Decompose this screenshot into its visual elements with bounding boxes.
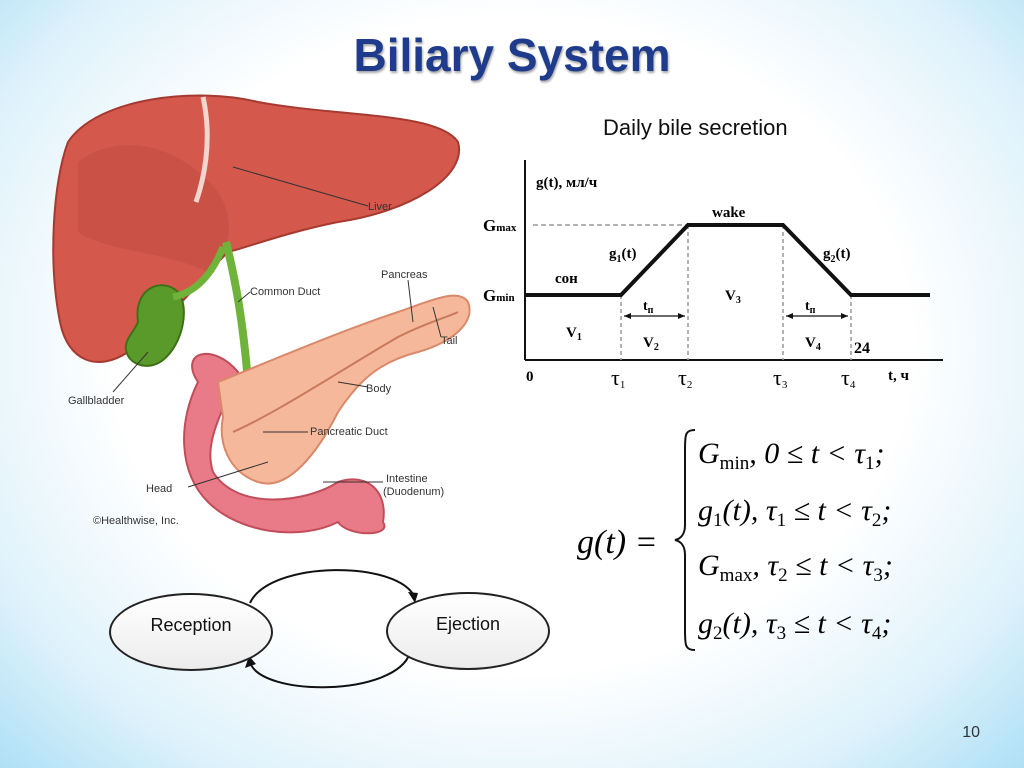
case-1: Gmin, 0 ≤ t < τ1;: [698, 437, 885, 474]
case-2: g1(t), τ1 ≤ t < τ2;: [698, 494, 891, 531]
cycle-arrows: [245, 569, 418, 689]
body-label: Body: [366, 383, 392, 395]
sleep-label: сон: [555, 271, 578, 287]
duodenum-label: (Duodenum): [383, 486, 444, 498]
secretion-curve: [525, 223, 930, 297]
pancreas-label: Pancreas: [381, 269, 428, 281]
reception-node: Reception: [109, 593, 273, 671]
reception-label: Reception: [150, 615, 232, 635]
end-hour-label: 24: [854, 340, 870, 357]
tau2-label: τ2: [678, 365, 692, 391]
case-3: Gmax, τ2 ≤ t < τ3;: [698, 549, 893, 586]
illustration-watermark: ©Healthwise, Inc.: [93, 515, 179, 527]
origin-label: 0: [526, 369, 534, 385]
wake-label: wake: [712, 205, 746, 221]
x-axis-label: t, ч: [888, 368, 909, 384]
v3-label: V3: [725, 288, 741, 306]
tau1-label: τ1: [611, 365, 625, 391]
lower-arrowhead: [245, 656, 256, 668]
pancreatic-duct-label: Pancreatic Duct: [310, 426, 388, 438]
tail-label: Tail: [441, 335, 458, 347]
piecewise-formula: g(t) = Gmin, 0 ≤ t < τ1; g1(t), τ1 ≤ t <…: [577, 429, 893, 651]
page-number: 10: [962, 724, 980, 741]
pancreas-shape: [216, 294, 471, 485]
biliary-anatomy-illustration: Liver Common Duct Pancreas Tail Body Gal…: [52, 94, 471, 535]
liver-ligament: [193, 96, 210, 203]
liver-label: Liver: [368, 201, 392, 213]
y-axis-label: g(t), мл/ч: [536, 175, 598, 191]
secretion-cycle-diagram: Reception Ejection: [100, 565, 570, 700]
cystic-duct: [172, 245, 227, 301]
tau-guides: [620, 225, 852, 360]
lower-cycle-arrow: [249, 652, 411, 689]
v4-label: V4: [805, 335, 821, 353]
pancreatic-duct-shape: [232, 311, 459, 433]
common-duct-label: Common Duct: [250, 286, 320, 298]
gallbladder-shape: [124, 284, 185, 367]
gallbladder-label: Gallbladder: [68, 395, 125, 407]
tn-label-1: tп: [643, 299, 654, 316]
intestine-label: Intestine: [386, 473, 428, 485]
gmax-label: Gmax: [483, 216, 517, 235]
v1-label: V1: [566, 325, 582, 343]
tn-arrowheads: [624, 313, 848, 319]
chart-axes: [524, 160, 943, 361]
head-label: Head: [146, 483, 172, 495]
formula-lhs: g(t) =: [577, 524, 658, 561]
tau4-label: τ4: [841, 365, 856, 391]
liver-shade: [78, 145, 229, 272]
tau3-label: τ3: [773, 365, 788, 391]
ejection-node: Ejection: [386, 592, 550, 670]
ejection-label: Ejection: [435, 614, 501, 634]
gmin-label: Gmin: [483, 286, 515, 305]
formula-brace: [674, 429, 696, 651]
common-duct-shape: [222, 241, 252, 383]
chart-caption: Daily bile secretion: [603, 115, 788, 140]
bile-secretion-chart: g(t), мл/ч Gmax Gmin wake сон g1(t) g2(t…: [483, 160, 943, 391]
upper-cycle-arrow: [249, 569, 416, 604]
g2-label: g2(t): [823, 246, 851, 265]
v2-label: V2: [643, 335, 659, 353]
g1-label: g1(t): [609, 246, 637, 265]
case-4: g2(t), τ3 ≤ t < τ4;: [698, 607, 891, 644]
slide-title: Biliary System: [353, 29, 671, 81]
tn-label-2: tп: [805, 299, 816, 316]
